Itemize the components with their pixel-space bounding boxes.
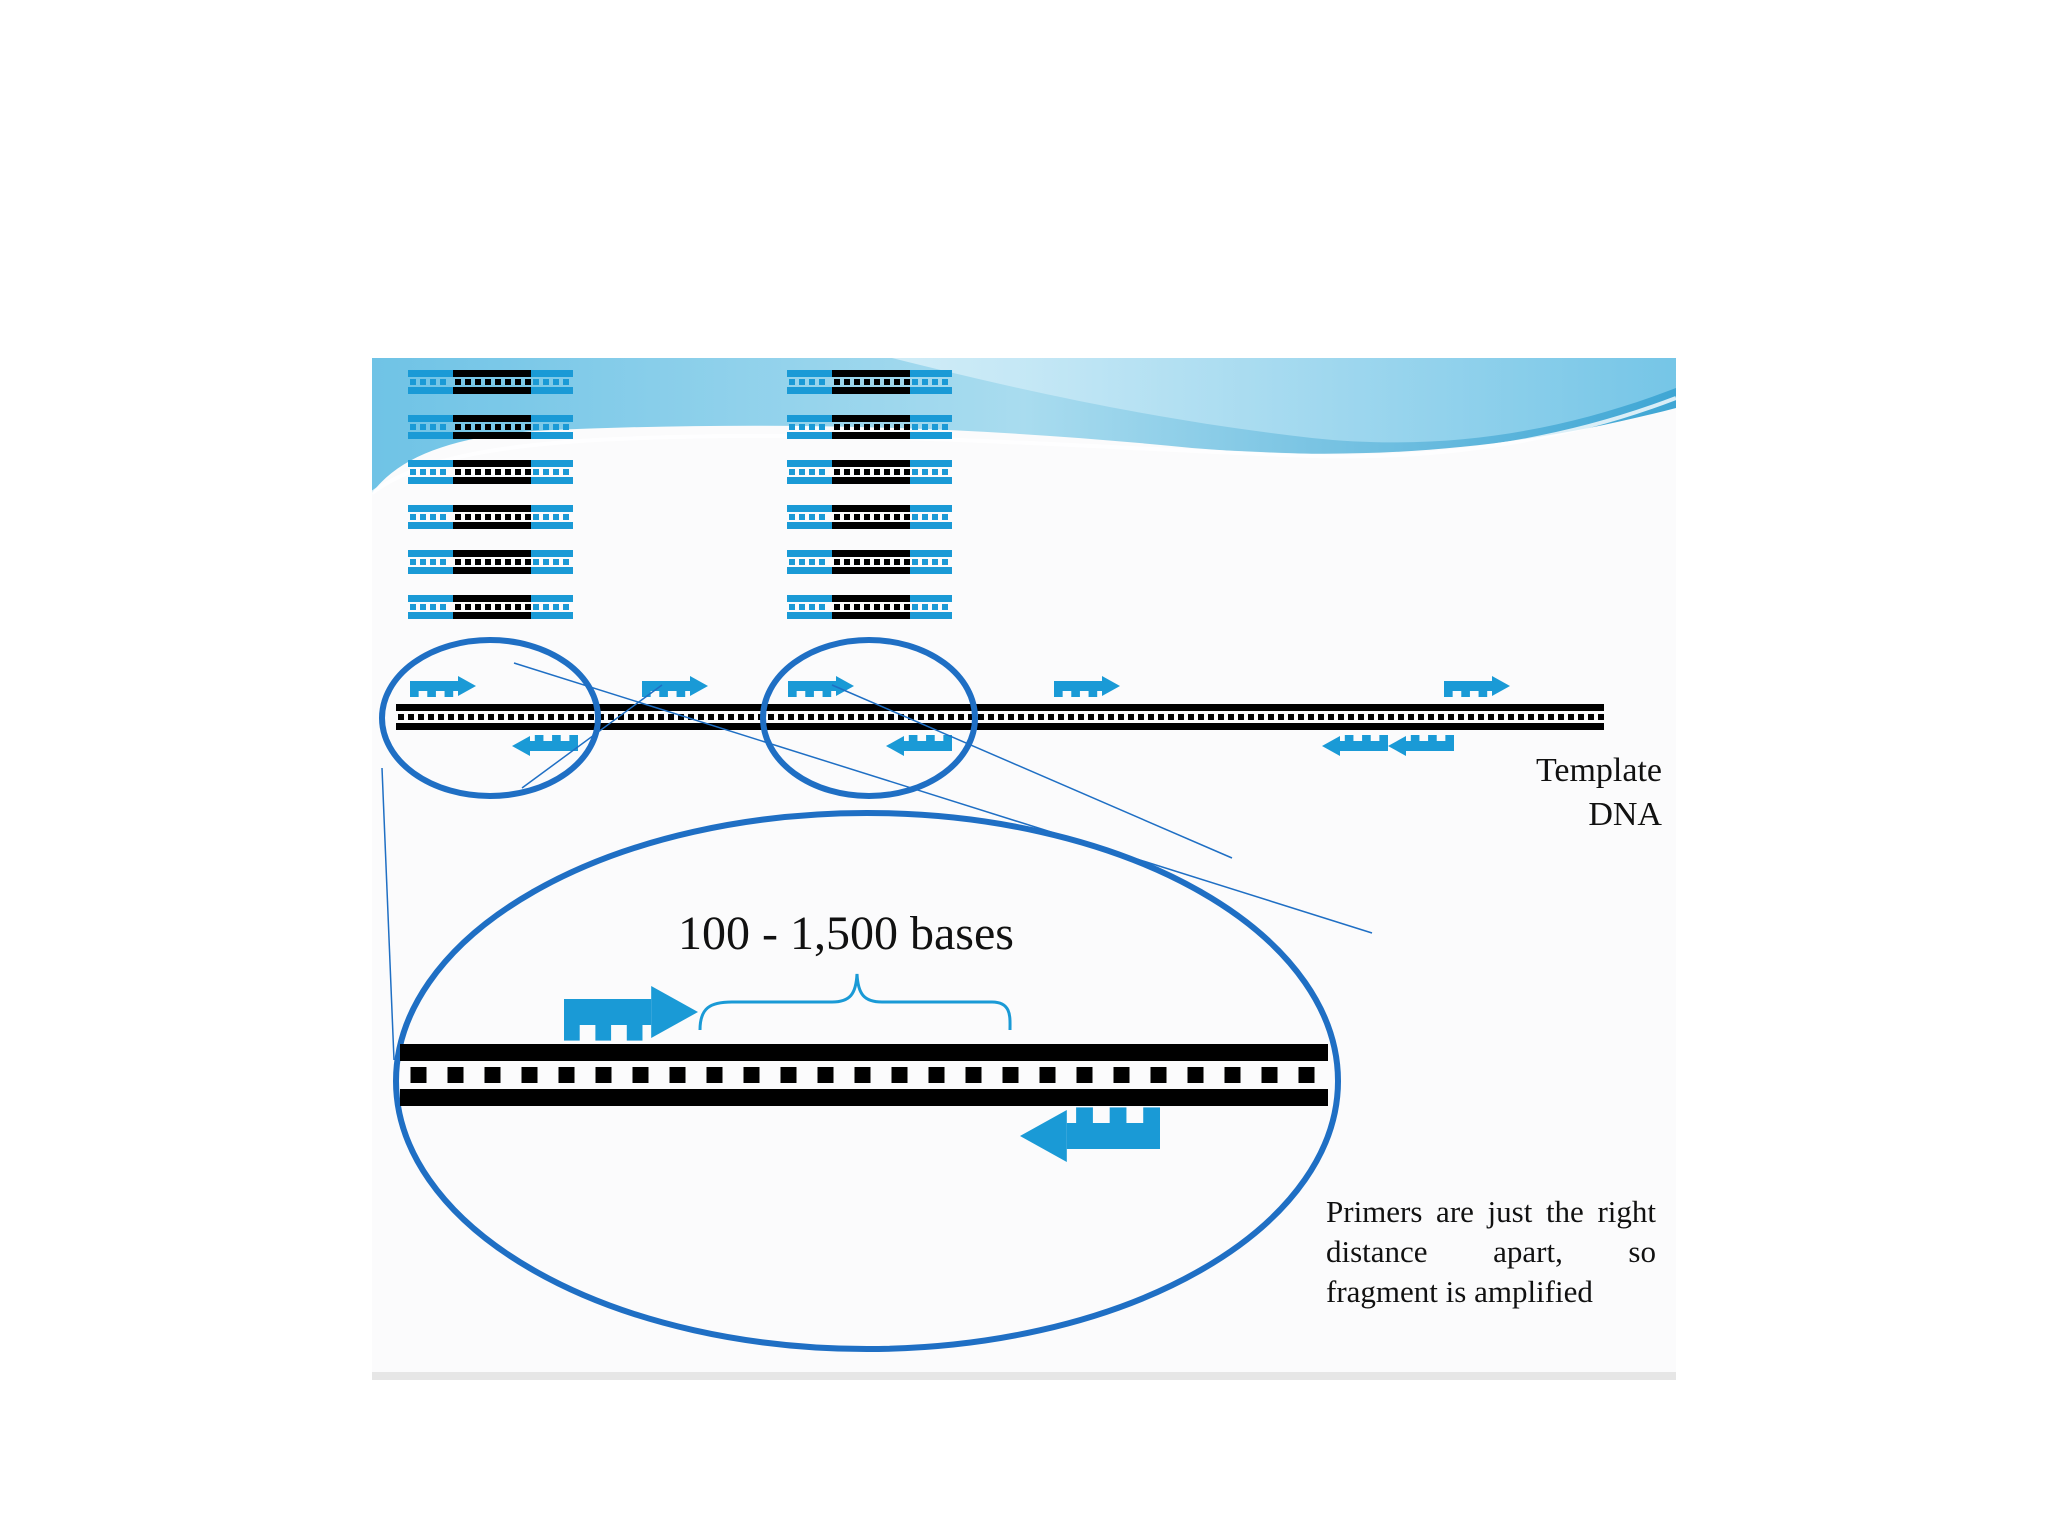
copy-fragment <box>832 550 910 574</box>
amplified-copy <box>787 370 952 394</box>
amplified-copy <box>408 370 573 394</box>
template-label-line2: DNA <box>1442 793 1662 837</box>
copy-fragment <box>832 460 910 484</box>
amplified-copy <box>408 460 573 484</box>
copy-right-primer <box>531 595 573 619</box>
copy-right-primer <box>910 550 952 574</box>
amplified-copy <box>408 550 573 574</box>
slide: Template DNA 100 - 1,500 bases Primers a… <box>372 358 1676 1380</box>
amplified-copy <box>787 460 952 484</box>
copy-fragment <box>453 505 531 529</box>
copy-left-primer <box>787 505 832 529</box>
range-brace <box>700 974 1010 1030</box>
copy-right-primer <box>910 595 952 619</box>
copy-left-primer <box>408 505 453 529</box>
forward-primer <box>642 676 708 697</box>
forward-primer <box>1444 676 1510 697</box>
copy-right-primer <box>531 505 573 529</box>
copy-fragment <box>832 505 910 529</box>
fragment-range-label: 100 - 1,500 bases <box>676 906 1016 962</box>
template-strand-ladder <box>396 704 1604 730</box>
amplified-copy <box>787 550 952 574</box>
zoom-strand-ladder <box>400 1044 1328 1106</box>
copy-fragment <box>453 460 531 484</box>
forward-primer <box>410 676 476 697</box>
zoomed-dna-strand <box>400 1044 1328 1106</box>
amplified-copy <box>408 415 573 439</box>
copy-left-primer <box>408 460 453 484</box>
amplified-copy <box>787 505 952 529</box>
amplified-copy <box>408 505 573 529</box>
copy-right-primer <box>531 550 573 574</box>
copy-right-primer <box>910 505 952 529</box>
template-dna-strand <box>396 676 1604 756</box>
copy-right-primer <box>531 460 573 484</box>
copy-left-primer <box>787 460 832 484</box>
reverse-primer <box>886 735 952 756</box>
reverse-primer <box>1322 735 1388 756</box>
amplified-copy <box>787 595 952 619</box>
copy-left-primer <box>408 595 453 619</box>
amplified-copy <box>787 415 952 439</box>
zoom-reverse-primer <box>1020 1107 1160 1162</box>
copy-right-primer <box>910 460 952 484</box>
forward-primer <box>1054 676 1120 697</box>
copy-left-primer <box>408 550 453 574</box>
forward-primer <box>788 676 854 697</box>
copy-fragment <box>453 595 531 619</box>
copy-fragment <box>453 550 531 574</box>
amplified-copy <box>408 595 573 619</box>
copy-left-primer <box>787 550 832 574</box>
copy-left-primer <box>787 595 832 619</box>
template-dna-label: Template DNA <box>1442 749 1662 837</box>
zoom-forward-primer <box>564 986 698 1041</box>
reverse-primer <box>512 735 578 756</box>
caption-text: Primers are just the right distance apar… <box>1326 1192 1656 1312</box>
copy-left-primer <box>787 415 832 439</box>
template-label-line1: Template <box>1442 749 1662 793</box>
copy-fragment <box>832 595 910 619</box>
